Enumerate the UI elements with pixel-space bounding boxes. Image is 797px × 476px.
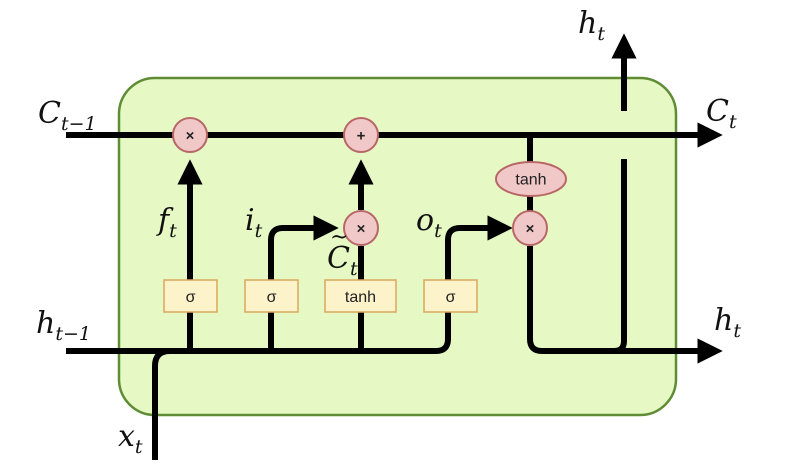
input-gate-line: [268, 215, 339, 351]
svg-text:~: ~: [330, 225, 348, 250]
output-multiply-op: ×: [512, 210, 548, 246]
hidden-output-line: [527, 246, 723, 364]
cell-tanh-op: tanh: [495, 161, 567, 197]
label-i: it: [245, 203, 263, 242]
output-sigma-gate: σ: [423, 279, 478, 313]
hidden-up-line: [613, 159, 627, 354]
svg-text:σ: σ: [446, 289, 456, 306]
label-h-out-right: ht: [714, 303, 741, 342]
svg-text:+: +: [357, 128, 366, 145]
svg-text:σ: σ: [186, 289, 196, 306]
input-sigma-gate: σ: [244, 279, 299, 313]
svg-text:×: ×: [526, 221, 535, 238]
label-o: ot: [416, 203, 442, 242]
label-h-prev: ht−1: [36, 306, 91, 345]
label-x: xt: [118, 419, 143, 458]
label-h-out-top: ht: [578, 6, 605, 45]
label-c-next: Ct: [706, 94, 737, 133]
forget-multiply-op: ×: [172, 117, 208, 153]
svg-text:Ct: Ct: [327, 241, 358, 280]
input-x-line: [152, 348, 171, 460]
svg-text:×: ×: [186, 128, 195, 145]
svg-text:tanh: tanh: [515, 172, 546, 189]
add-op: +: [343, 117, 379, 153]
candidate-tanh-gate: tanh: [324, 279, 397, 313]
svg-text:σ: σ: [267, 289, 277, 306]
forget-sigma-gate: σ: [163, 279, 218, 313]
label-c-prev: Ct−1: [38, 96, 97, 135]
input-multiply-op: ×: [343, 210, 379, 246]
label-c-tilde: Ct ~: [327, 225, 358, 280]
svg-text:tanh: tanh: [345, 289, 376, 306]
svg-text:×: ×: [357, 221, 366, 238]
